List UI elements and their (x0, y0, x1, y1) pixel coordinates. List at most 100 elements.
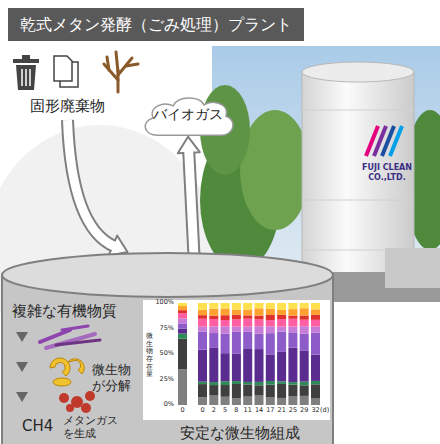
axis-tick: 2 (212, 407, 216, 415)
bar-segment (198, 382, 207, 384)
source-label: 固形廃棄物 (30, 97, 105, 115)
bar-segment (311, 355, 320, 381)
bar-segment (178, 318, 187, 323)
biogas-cloud: バイオガス (138, 92, 238, 144)
bar-segment (178, 313, 187, 318)
bar-segment (311, 315, 320, 320)
bar-segment (311, 333, 320, 355)
bar-segment (255, 396, 264, 405)
bar-segment (288, 396, 297, 405)
bar-segment (255, 382, 264, 385)
bar-segment (232, 303, 241, 310)
bar-segment (221, 326, 230, 333)
bar-segment (243, 310, 252, 316)
cloud-label: バイオガス (153, 106, 223, 123)
bar-segment (255, 385, 264, 395)
bar-segment (243, 397, 252, 405)
axis-tick: 0 (200, 407, 204, 415)
bar-segment (311, 326, 320, 332)
bar-segment (221, 320, 230, 326)
bar-segment (300, 316, 309, 320)
bar-segment (221, 381, 230, 385)
flow-arrow (178, 137, 200, 256)
bar-segment (178, 329, 187, 334)
bar-segment (209, 303, 218, 309)
bar-segment (300, 385, 309, 396)
bar-segment (243, 315, 252, 318)
bar-segment (221, 334, 230, 354)
bar-segment (300, 320, 309, 326)
bar-segment (232, 332, 241, 354)
bar-segment (221, 397, 230, 405)
bar-segment (311, 320, 320, 327)
bar-segment (209, 309, 218, 316)
bar-segment (243, 303, 252, 310)
axis-unit: (d) (320, 407, 329, 415)
axis-tick: 32 (311, 407, 319, 415)
process-note: 微生物 が分解 (92, 362, 134, 393)
bar-segment (288, 309, 297, 315)
methane-dots (59, 391, 95, 413)
bar-segment (311, 381, 320, 384)
bar-segment (198, 303, 207, 310)
bar-segment (266, 385, 275, 398)
bar-segment (178, 306, 187, 310)
tank-art (0, 250, 335, 444)
bar-segment (288, 385, 297, 396)
axis-tick: 29 (300, 407, 308, 415)
bar-segment (178, 369, 187, 405)
tank-label: 複雑な有機物質 (12, 302, 117, 320)
bar-segment (209, 333, 218, 348)
bar-segment (277, 381, 286, 384)
bar-segment (255, 326, 264, 333)
bar-segment (300, 382, 309, 386)
formula-label: CH4 (22, 417, 53, 435)
bar-segment (232, 381, 241, 384)
cloud-text-holder: バイオガス (138, 92, 238, 136)
bar-segment (198, 350, 207, 382)
bar-segment (311, 309, 320, 314)
bar-segment (232, 353, 241, 381)
chart-caption: 安定な微生物組成 (180, 424, 300, 442)
bar-segment (300, 334, 309, 351)
trash-icon (13, 55, 39, 90)
bar-segment (255, 319, 264, 326)
bar-segment (221, 315, 230, 320)
bar-segment (300, 351, 309, 382)
bar-segment (243, 384, 252, 396)
bar-segment (277, 352, 286, 381)
axis-tick: 17 (266, 407, 274, 415)
bar-segment (255, 308, 264, 315)
dead-tree-icon (104, 52, 138, 92)
bar-segment (178, 339, 187, 370)
bar-segment (300, 308, 309, 315)
bar-segment (277, 310, 286, 315)
title-banner: 乾式メタン発酵（ごみ処理）プラント (8, 8, 304, 41)
bar-segment (288, 316, 297, 319)
bar-segment (266, 309, 275, 315)
bar-segment (266, 354, 275, 381)
bar-segment (288, 348, 297, 382)
bar-segment (300, 303, 309, 308)
flow-arrow (68, 120, 128, 256)
axis-tick: 50% (152, 350, 174, 358)
paper-icon (54, 56, 78, 87)
bar-segment (266, 381, 275, 385)
axis-title: 微生物存在量 (146, 333, 153, 379)
process-note: メタンガス を生成 (63, 414, 123, 440)
bar-segment (232, 327, 241, 332)
axis-tick: 8 (234, 407, 238, 415)
bar-segment (221, 385, 230, 397)
bar-segment (288, 382, 297, 385)
axis-tick: 21 (278, 407, 286, 415)
bar-segment (198, 384, 207, 397)
bar-segment (288, 332, 297, 347)
bar-segment (232, 398, 241, 405)
bar-segment (266, 326, 275, 333)
bar-segment (178, 323, 187, 328)
bar-segment (198, 310, 207, 315)
arrow-shaft (68, 120, 115, 246)
bar-segment (255, 303, 264, 308)
bar-segment (209, 348, 218, 382)
